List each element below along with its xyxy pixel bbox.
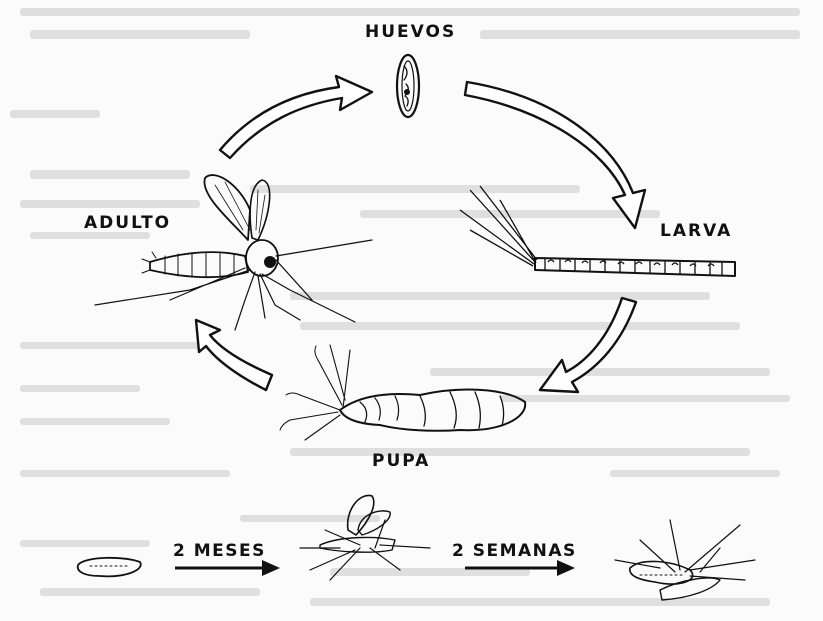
- pupa-icon: [280, 345, 525, 440]
- first-interval-label: 2 MESES: [173, 541, 266, 561]
- bleed-through-background: [10, 8, 800, 606]
- adult-mosquito-icon: [95, 175, 372, 330]
- emerging-adult-icon: [300, 495, 430, 580]
- adult-label: ADULTO: [84, 213, 171, 233]
- pupa-small-icon: [78, 558, 141, 576]
- dead-adult-icon: [615, 520, 755, 600]
- larva-label: LARVA: [660, 221, 732, 241]
- second-interval-label: 2 SEMANAS: [452, 541, 577, 561]
- egg-icon: [397, 55, 419, 117]
- eggs-label: HUEVOS: [365, 22, 456, 42]
- pupa-label: PUPA: [372, 451, 430, 471]
- cycle-arrow-icon: [196, 76, 645, 392]
